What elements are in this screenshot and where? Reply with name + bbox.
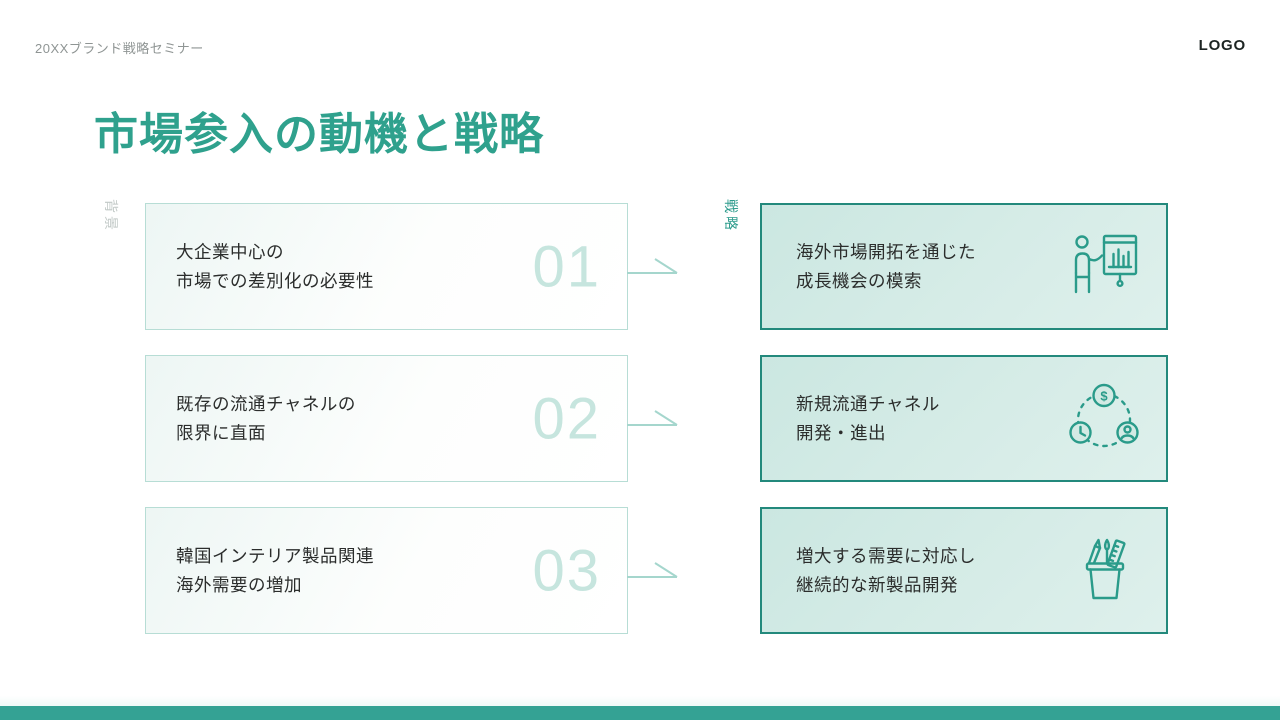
design-tools-cup-icon [1066, 533, 1142, 609]
strategy-box-3-line1: 増大する需要に対応し [796, 545, 976, 566]
strategy-box-3: 増大する需要に対応し 継続的な新製品開発 [760, 507, 1168, 634]
footer-fade [0, 696, 1280, 706]
dollar-glyph: $ [1100, 388, 1108, 403]
background-box-3-line1: 韓国インテリア製品関連 [176, 545, 374, 566]
column-label-background: 背景 [103, 199, 119, 233]
money-time-people-cycle-icon: $ [1066, 381, 1142, 457]
arrow-icon [627, 410, 678, 426]
strategy-box-1-line1: 海外市場開拓を通じた [796, 241, 976, 262]
background-box-2: 既存の流通チャネルの 限界に直面 02 [145, 355, 628, 482]
background-box-3-text: 韓国インテリア製品関連 海外需要の増加 [146, 542, 374, 600]
background-box-1: 大企業中心の 市場での差別化の必要性 01 [145, 203, 628, 330]
arrow-icon [627, 562, 678, 578]
background-box-3-line2: 海外需要の増加 [176, 574, 302, 595]
strategy-box-2-text: 新規流通チャネル 開発・進出 [762, 390, 940, 448]
slide-header-label: 20XXブランド戦略セミナー [35, 41, 204, 56]
page-title: 市場参入の動機と戦略 [94, 110, 544, 159]
strategy-box-3-text: 増大する需要に対応し 継続的な新製品開発 [762, 542, 976, 600]
background-box-2-line1: 既存の流通チャネルの [176, 393, 356, 414]
background-box-2-number: 02 [532, 386, 601, 451]
background-box-3: 韓国インテリア製品関連 海外需要の増加 03 [145, 507, 628, 634]
strategy-box-1-line2: 成長機会の模索 [796, 270, 922, 291]
strategy-box-2-line2: 開発・進出 [796, 422, 886, 443]
column-label-strategy: 戦略 [723, 199, 739, 233]
arrow-icon [627, 258, 678, 274]
strategy-box-1-text: 海外市場開拓を通じた 成長機会の模索 [762, 238, 976, 296]
background-box-1-number: 01 [532, 234, 601, 299]
strategy-box-2: 新規流通チャネル 開発・進出 $ [760, 355, 1168, 482]
strategy-box-3-line2: 継続的な新製品開発 [796, 574, 958, 595]
background-box-2-line2: 限界に直面 [176, 422, 266, 443]
presentation-chart-icon [1066, 229, 1142, 305]
background-box-1-line2: 市場での差別化の必要性 [176, 270, 374, 291]
background-box-3-number: 03 [532, 538, 601, 603]
background-box-1-text: 大企業中心の 市場での差別化の必要性 [146, 238, 374, 296]
footer-bar [0, 706, 1280, 720]
background-box-1-line1: 大企業中心の [176, 241, 284, 262]
strategy-box-1: 海外市場開拓を通じた 成長機会の模索 [760, 203, 1168, 330]
background-box-2-text: 既存の流通チャネルの 限界に直面 [146, 390, 356, 448]
strategy-box-2-line1: 新規流通チャネル [796, 393, 940, 414]
logo-text: LOGO [1198, 37, 1246, 54]
